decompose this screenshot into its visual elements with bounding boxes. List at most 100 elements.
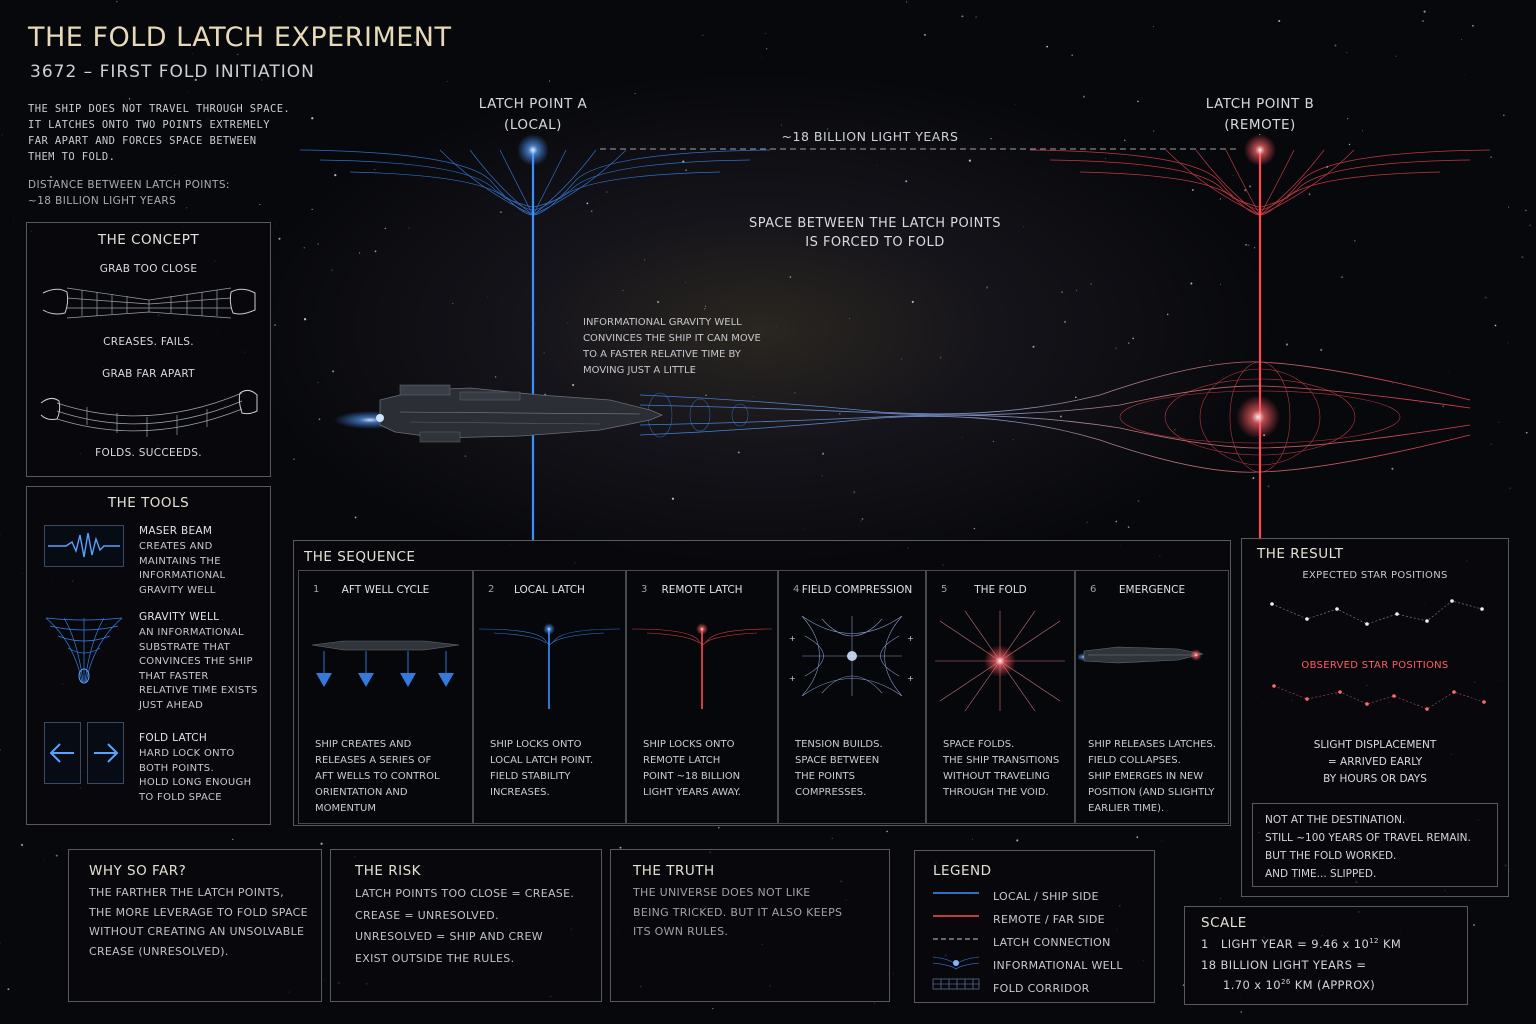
distance-value: ~18 BILLION LIGHT YEARS [28, 195, 177, 207]
step-desc-line: THE POINTS [795, 771, 855, 782]
star [1498, 421, 1500, 423]
tool-desc-line: BOTH POINTS. [139, 762, 214, 774]
truth-line: THE UNIVERSE DOES NOT LIKE [633, 886, 811, 899]
sequence-step-4: 4 FIELD COMPRESSION ++++ TENSION BUILDS.… [778, 570, 926, 824]
star [1137, 100, 1139, 103]
star [7, 988, 10, 991]
star [972, 838, 974, 840]
star [1362, 130, 1364, 132]
scale-unit: KM [1378, 937, 1402, 951]
star [900, 358, 902, 360]
intro-line: FAR APART AND FORCES SPACE BETWEEN [28, 135, 257, 147]
step-desc: SHIP LOCKS ONTO REMOTE LATCH POINT ~18 B… [643, 737, 741, 801]
star [1494, 324, 1497, 327]
star [1086, 521, 1088, 523]
star [1461, 39, 1462, 40]
star [1132, 337, 1135, 340]
star [1114, 347, 1117, 350]
emergence-ship-illustration [1078, 646, 1204, 664]
well-note: INFORMATIONAL GRAVITY WELL CONVINCES THE… [583, 315, 761, 379]
star [1247, 244, 1250, 247]
note-line: BUT THE FOLD WORKED. [1265, 850, 1397, 862]
star [1168, 281, 1170, 283]
star [500, 211, 502, 213]
star [1032, 345, 1035, 348]
star [1354, 407, 1356, 409]
legend-label: INFORMATIONAL WELL [993, 959, 1123, 972]
distance-annotation: ~18 BILLION LIGHT YEARS [781, 129, 959, 144]
star [1447, 372, 1449, 374]
star [586, 202, 589, 205]
star [317, 381, 319, 383]
legend-label: REMOTE / FAR SIDE [993, 913, 1105, 926]
star [122, 110, 124, 112]
star [588, 334, 591, 337]
latch-a-glow [517, 134, 549, 166]
star [207, 119, 209, 121]
star [534, 323, 536, 324]
star [1334, 44, 1337, 47]
star [278, 237, 281, 240]
star [1245, 244, 1247, 246]
star [826, 128, 829, 130]
star [320, 842, 323, 845]
legend-label: FOLD CORRIDOR [993, 982, 1090, 995]
star [717, 826, 720, 829]
step-desc: SPACE FOLDS. THE SHIP TRANSITIONS WITHOU… [943, 737, 1059, 801]
star [1166, 313, 1169, 316]
star [759, 124, 760, 126]
step-desc-line: RELEASES A SERIES OF [315, 755, 432, 766]
truth-text: THE UNIVERSE DOES NOT LIKE BEING TRICKED… [633, 883, 842, 942]
star [973, 527, 976, 530]
step-title: EMERGENCE [1118, 584, 1186, 596]
compression-illustration: ++++ [789, 615, 914, 697]
scale-text: 1.70 x 10 [1223, 978, 1281, 992]
star [803, 528, 805, 530]
step-title: LOCAL LATCH [514, 584, 585, 596]
hand-icon [42, 288, 256, 315]
star [705, 394, 707, 397]
star [446, 80, 448, 83]
waveform-icon [44, 525, 124, 567]
star [1244, 189, 1247, 192]
well-note-line: MOVING JUST A LITTLE [583, 365, 696, 376]
tool-desc-line: JUST AHEAD [139, 699, 204, 711]
star [1016, 839, 1019, 842]
latch-a-title: LATCH POINT A [478, 96, 588, 112]
concept-close-result: CREASES. FAILS. [103, 336, 194, 348]
star [384, 227, 387, 230]
scale-line-3: 1.70 x 1026 KM (APPROX) [1223, 978, 1375, 992]
star [1137, 500, 1140, 502]
star [1490, 443, 1492, 445]
star [975, 16, 977, 18]
star [187, 91, 188, 92]
star [789, 276, 792, 278]
star [1473, 924, 1475, 926]
star [1190, 282, 1193, 285]
star [259, 204, 261, 205]
tool-desc-line: GRAVITY WELL [139, 584, 216, 596]
scale-panel: SCALE 1 LIGHT YEAR = 9.46 x 1012 KM 18 B… [1184, 906, 1468, 1005]
why-line: WITHOUT CREATING AN UNSOLVABLE [89, 925, 305, 938]
step-desc-line: THE SHIP TRANSITIONS [943, 755, 1060, 766]
step-desc-line: SHIP CREATES AND [315, 739, 412, 750]
star [1278, 19, 1281, 23]
star [685, 169, 687, 171]
note-line: NOT AT THE DESTINATION. [1265, 814, 1406, 826]
concept-panel: THE CONCEPT GRAB TOO CLOSE CREASES. FAIL… [26, 222, 271, 477]
step-title: REMOTE LATCH [661, 584, 743, 596]
step-title: FIELD COMPRESSION [801, 584, 913, 596]
why-text: THE FARTHER THE LATCH POINTS, THE MORE L… [89, 883, 308, 961]
star [775, 326, 777, 328]
step-desc-line: POSITION (AND SLIGHTLY [1088, 787, 1215, 798]
star [1152, 26, 1154, 28]
step-desc-line: AFT WELLS TO CONTROL [315, 771, 440, 782]
tool-name: GRAVITY WELL [139, 611, 220, 623]
fold-note-line: IS FORCED TO FOLD [805, 235, 945, 250]
step-number: 1 [313, 584, 320, 595]
star [1061, 291, 1063, 294]
star [1115, 520, 1118, 523]
star [1502, 114, 1505, 117]
truth-line: BEING TRICKED. BUT IT ALSO KEEPS [633, 905, 843, 919]
svg-text:+: + [907, 634, 914, 643]
